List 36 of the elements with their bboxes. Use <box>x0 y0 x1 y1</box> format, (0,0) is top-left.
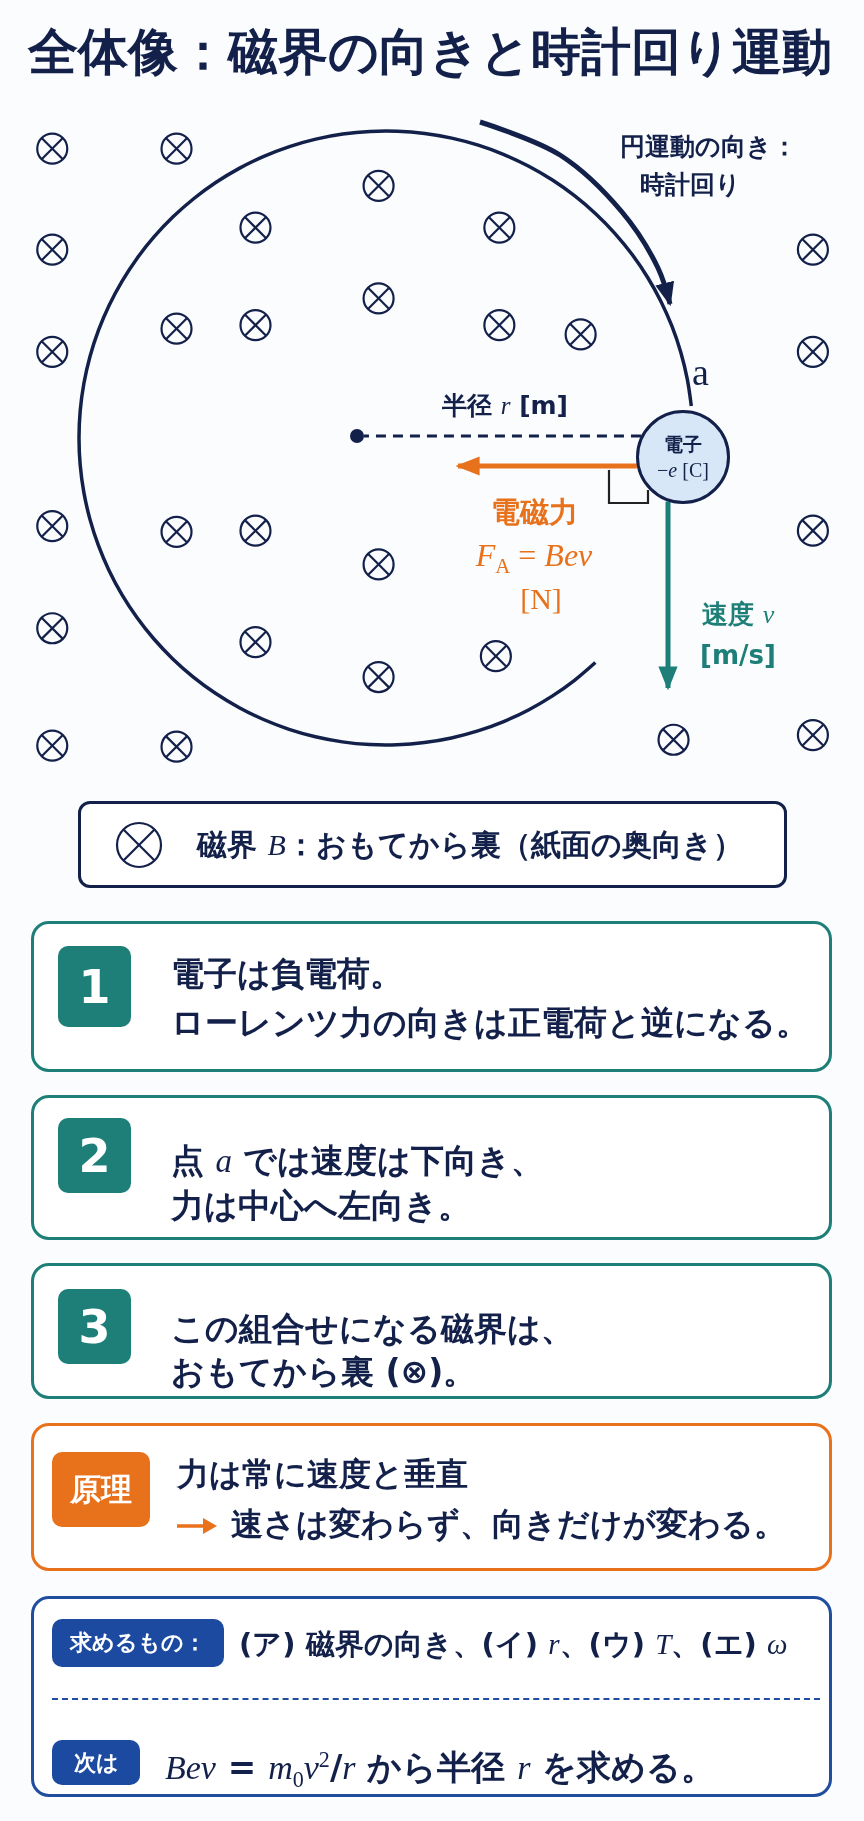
arrow <box>658 501 678 691</box>
card-text: 力は常に速度と垂直 <box>177 1454 468 1495</box>
edge-label: 速度 v [m/s] <box>699 598 777 672</box>
card-text: 電子は負電荷。 <box>171 953 403 995</box>
edge-label: 電磁力 <box>489 494 579 531</box>
info-card <box>31 1263 832 1399</box>
radius-line <box>364 434 641 438</box>
card-text: Bev = m$_{0}$v$^{2}$/r から半径 r を求める。 <box>165 1746 716 1795</box>
info-card <box>31 1095 832 1240</box>
info-card <box>31 921 832 1072</box>
card-text: この組合せになる磁界は、 <box>171 1308 574 1350</box>
card-text: ローレンツ力の向きは正電荷と逆になる。 <box>171 1002 809 1044</box>
edge-label: 半径 r [m] <box>440 390 570 422</box>
number-badge: 1 <box>58 946 131 1027</box>
number-badge: 3 <box>58 1289 131 1364</box>
legend-text: 磁界 B：おもてから裏（紙面の奥向き） <box>197 826 743 864</box>
charge-label: −e [C] <box>657 458 709 483</box>
info-card <box>31 1596 832 1797</box>
card-text: おもてから裏 (⊗)。 <box>171 1351 477 1393</box>
label-badge: 原理 <box>52 1452 150 1527</box>
label-badge: 求めるもの： <box>52 1619 224 1667</box>
direction-label: 円運動の向き：時計回り <box>620 131 798 201</box>
particle-name: 電子 <box>664 432 702 457</box>
label-badge: 次は <box>52 1740 140 1785</box>
point-label: a <box>692 350 709 394</box>
card-text: 点 a では速度は下向き、 <box>171 1140 545 1182</box>
card-text: 速さは変わらず、向きだけが変わる。 <box>231 1504 786 1545</box>
center-dot <box>350 429 364 443</box>
card-text: (ア) 磁界の向き、(イ) r、(ウ) T、(エ) ω <box>239 1626 788 1663</box>
formula-label: [N] <box>519 581 563 617</box>
info-card <box>31 1423 832 1571</box>
card-text: 力は中心へ左向き。 <box>171 1185 471 1227</box>
formula-label: F$_{A}$ = Bev <box>474 536 594 580</box>
title: 全体像：磁界の向きと時計回り運動 <box>28 22 832 83</box>
arrow <box>455 456 637 476</box>
number-badge: 2 <box>58 1118 131 1193</box>
